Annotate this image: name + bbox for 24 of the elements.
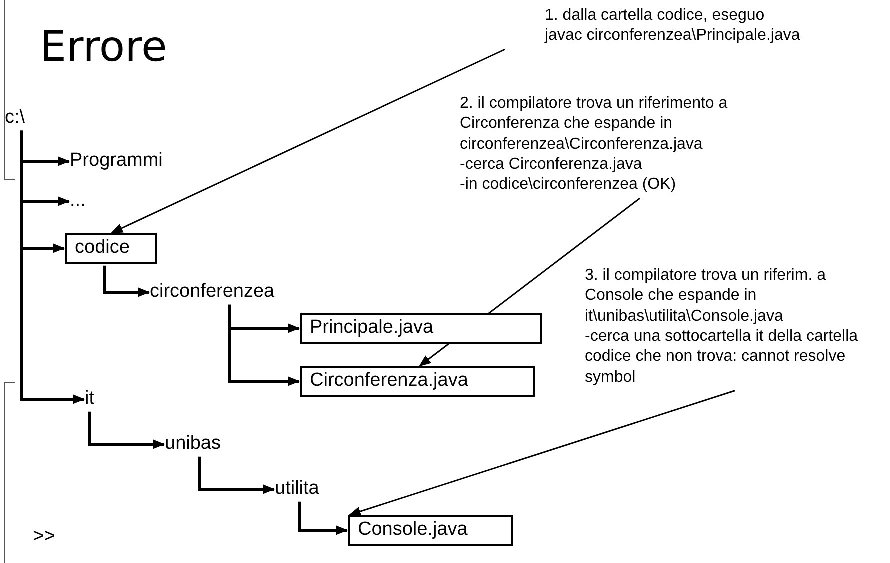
folder-label: Programmi: [70, 151, 163, 172]
leader-arrow: [348, 390, 736, 516]
annotation-text: 3. il compilatore trova un riferim. a Console che espande in it\unibas\utilita\Console.java -cerca una sottocartella it della cartella codice che non trova: cannot resolve symbol: [585, 266, 883, 388]
folder-label: c:\: [5, 108, 26, 129]
file-box: Circonferenza.java: [300, 366, 535, 397]
folder-label: ...: [70, 191, 86, 212]
folder-label: unibas: [165, 434, 221, 455]
file-box: Principale.java: [300, 313, 542, 344]
tree-arrow: [20, 130, 86, 404]
continue-mark: >>: [33, 526, 56, 548]
annotation-text: 2. il compilatore trova un riferimento a Circonferenza che espande in circonferenzea\Circonferenza.java -cerca Circonferenza.java -in codice\circonferenzea (OK): [460, 94, 822, 196]
tree-arrow: [228, 304, 300, 386]
tree-arrow: [198, 456, 276, 494]
tree-arrow: [88, 412, 166, 450]
folder-label: it: [85, 389, 94, 410]
folder-label: utilita: [275, 479, 320, 500]
annotation-text: 1. dalla cartella codice, eseguo javac circonferenzea\Principale.java: [545, 6, 865, 47]
leader-arrow: [110, 48, 506, 234]
slide-title: Errore: [40, 22, 168, 71]
file-box: Console.java: [348, 515, 513, 546]
folder-box: codice: [65, 233, 157, 264]
tree-arrow: [104, 266, 150, 298]
tree-arrow: [298, 502, 348, 536]
folder-label: circonferenzea: [150, 282, 275, 303]
